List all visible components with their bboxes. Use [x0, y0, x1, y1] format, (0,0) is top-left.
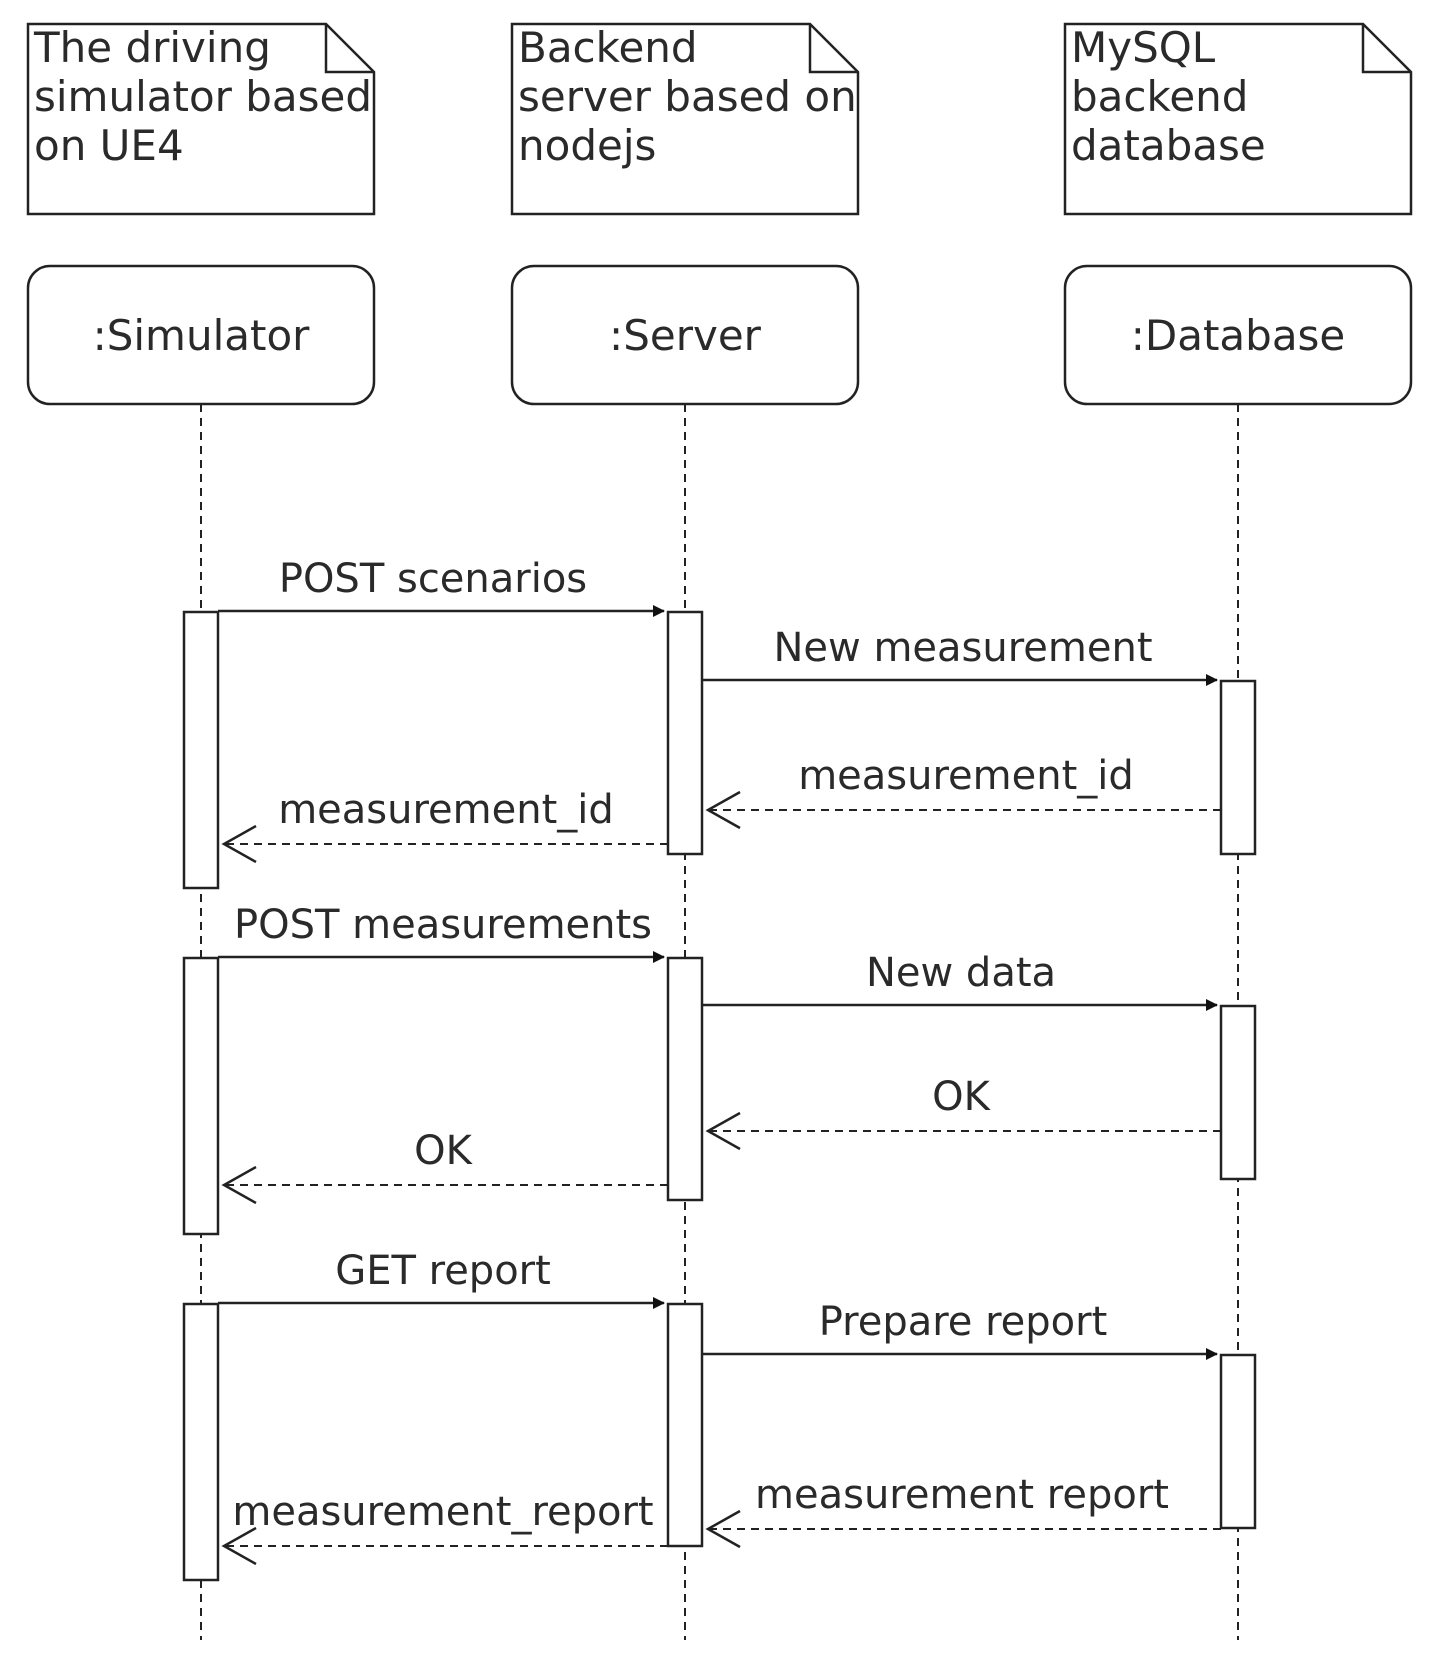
- message-label: measurement_report: [232, 1489, 653, 1535]
- note-line: Backend: [518, 23, 698, 72]
- message-label: New measurement: [773, 625, 1152, 671]
- note-line: The driving: [33, 23, 271, 72]
- message-label: POST scenarios: [279, 556, 587, 602]
- message-measurement-id-db: measurement_id: [705, 753, 1221, 830]
- message-ok-db: OK: [705, 1074, 1221, 1151]
- message-measurement-report-sim: measurement_report: [221, 1489, 668, 1566]
- note-line: nodejs: [518, 121, 656, 170]
- message-new-measurement: New measurement: [702, 625, 1218, 686]
- message-label: POST measurements: [234, 902, 652, 948]
- note-line: server based on: [518, 72, 857, 121]
- message-measurement-report-db: measurement report: [705, 1472, 1221, 1549]
- note-line: on UE4: [34, 121, 184, 170]
- message-ok-sim: OK: [221, 1128, 668, 1205]
- note-line: MySQL: [1071, 23, 1216, 72]
- participant-label: :Database: [1131, 311, 1346, 360]
- message-label: Prepare report: [819, 1299, 1108, 1345]
- message-get-report: GET report: [218, 1248, 665, 1309]
- activation-bar: [1219, 1353, 1257, 1530]
- participant-server: :Server: [510, 264, 860, 406]
- message-prepare-report: Prepare report: [702, 1299, 1218, 1360]
- message-new-data: New data: [702, 950, 1218, 1011]
- message-post-measurements: POST measurements: [218, 902, 665, 963]
- message-label: New data: [866, 950, 1056, 996]
- message-label: GET report: [335, 1248, 551, 1294]
- activation-bar: [666, 956, 704, 1202]
- note-server: Backend server based on nodejs: [510, 22, 860, 216]
- note-simulator: The driving simulator based on UE4: [26, 22, 376, 216]
- activation-bar: [182, 610, 220, 890]
- participant-label: :Server: [609, 311, 762, 360]
- note-line: backend: [1071, 72, 1248, 121]
- participant-label: :Simulator: [93, 311, 311, 360]
- participant-database: :Database: [1063, 264, 1413, 406]
- note-line: database: [1071, 121, 1266, 170]
- activation-bar: [666, 610, 704, 856]
- message-label: OK: [932, 1074, 991, 1120]
- note-database: MySQL backend database: [1063, 22, 1413, 216]
- message-label: measurement report: [755, 1472, 1169, 1518]
- activation-bar: [182, 1302, 220, 1582]
- message-post-scenarios: POST scenarios: [218, 556, 665, 617]
- activation-bar: [666, 1302, 704, 1548]
- message-label: measurement_id: [798, 753, 1134, 799]
- activation-bar: [1219, 679, 1257, 856]
- participant-simulator: :Simulator: [26, 264, 376, 406]
- message-measurement-id-sim: measurement_id: [221, 787, 668, 864]
- note-line: simulator based: [34, 72, 372, 121]
- activation-bar: [1219, 1004, 1257, 1181]
- activation-bar: [182, 956, 220, 1236]
- message-label: measurement_id: [278, 787, 614, 833]
- message-label: OK: [414, 1128, 473, 1174]
